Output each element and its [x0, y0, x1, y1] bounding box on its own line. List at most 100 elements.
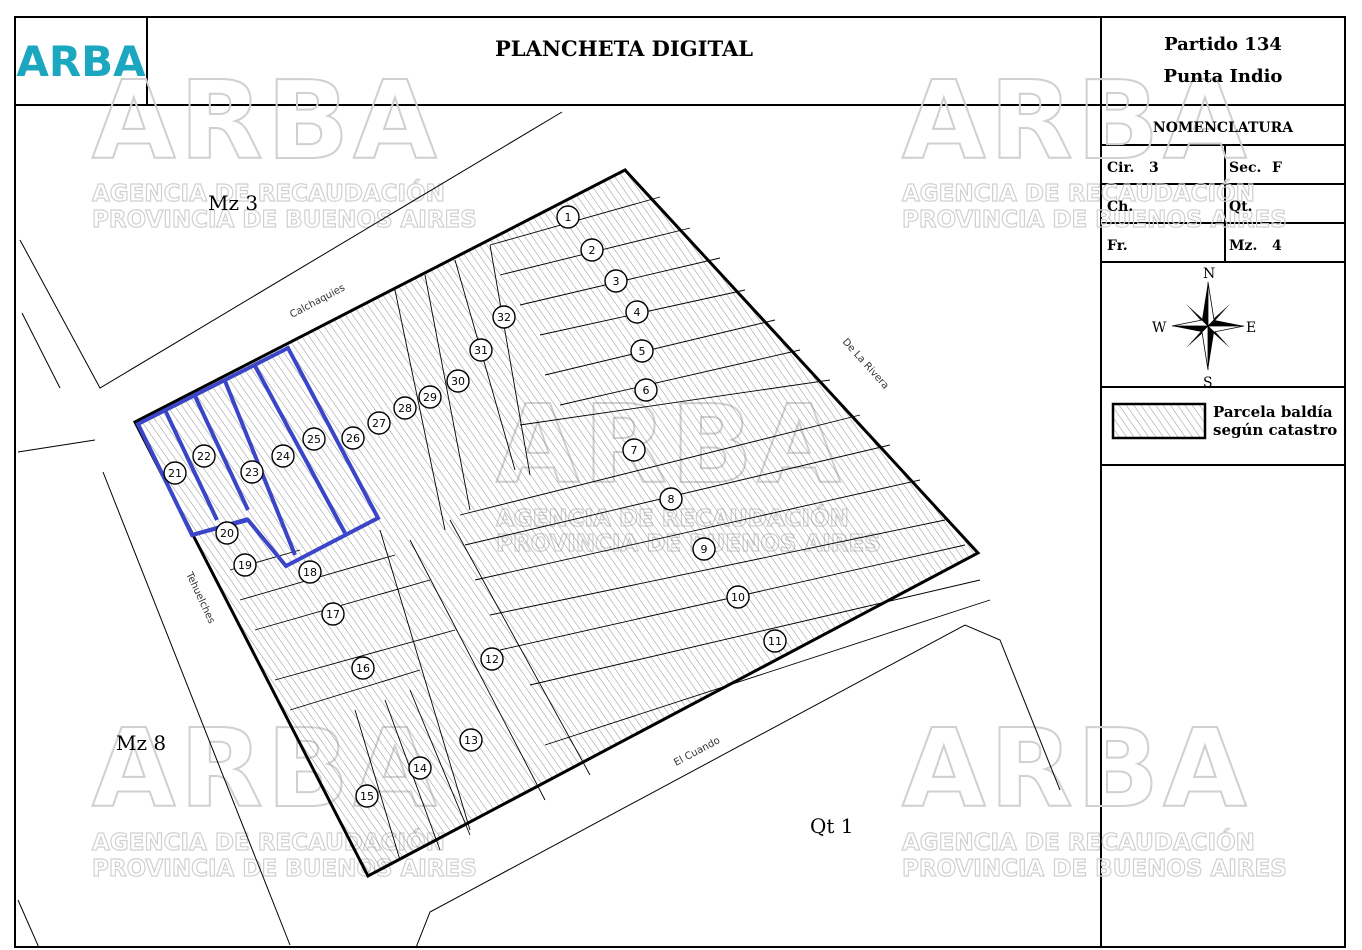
parcel-circle — [469, 338, 493, 362]
parcel-marker-6[interactable]: 6 — [634, 378, 658, 402]
parcel-circle — [367, 411, 391, 435]
parcel-number: 22 — [197, 450, 211, 463]
ch-label: Ch. — [1107, 199, 1134, 215]
parcel-marker-29[interactable]: 29 — [418, 385, 442, 409]
parcel-marker-31[interactable]: 31 — [469, 338, 493, 362]
parcel-marker-26[interactable]: 26 — [341, 426, 365, 450]
compass-w: W — [1152, 320, 1167, 336]
parcel-circle — [192, 444, 216, 468]
parcel-marker-17[interactable]: 17 — [321, 602, 345, 626]
parcel-circle — [418, 385, 442, 409]
plancheta-frame — [14, 16, 1346, 948]
watermark-text: ARBA — [902, 707, 1251, 832]
block-label-mz8: Mz 8 — [116, 731, 166, 755]
parcel-marker-11[interactable]: 11 — [763, 629, 787, 653]
legend-swatch — [1111, 402, 1207, 440]
parcel-number: 14 — [413, 762, 427, 775]
parcel-number: 27 — [372, 417, 386, 430]
parcel-circle — [630, 339, 654, 363]
parcel-number: 1 — [565, 211, 572, 224]
cir-value: 3 — [1149, 160, 1159, 176]
parcel-marker-22[interactable]: 22 — [192, 444, 216, 468]
header-grid — [16, 18, 1344, 948]
parcel-number: 24 — [276, 450, 290, 463]
qt-label: Qt. — [1229, 199, 1253, 215]
parcel-marker-28[interactable]: 28 — [393, 396, 417, 420]
parcel-number: 9 — [701, 543, 708, 556]
parcel-number: 6 — [643, 384, 650, 397]
mz-label: Mz. — [1229, 238, 1258, 254]
block-label-mz3: Mz 3 — [208, 191, 258, 215]
parcel-marker-16[interactable]: 16 — [351, 656, 375, 680]
street-label-east: De La Rivera — [840, 337, 891, 392]
sec-label: Sec. — [1229, 160, 1262, 176]
parcel-marker-9[interactable]: 9 — [692, 537, 716, 561]
parcel-marker-19[interactable]: 19 — [233, 553, 257, 577]
partido-line2: Punta Indio — [1163, 66, 1283, 87]
parcel-circle — [580, 238, 604, 262]
watermark-text: ARBA — [902, 59, 1251, 184]
sec-value: F — [1272, 160, 1282, 176]
parcel-marker-15[interactable]: 15 — [355, 784, 379, 808]
parcel-circle — [393, 396, 417, 420]
parcel-number: 29 — [423, 391, 437, 404]
parcel-markers: 1234567891011121314151617181920212223242… — [163, 205, 787, 808]
parcel-marker-27[interactable]: 27 — [367, 411, 391, 435]
compass-n: N — [1203, 266, 1215, 282]
parcel-number: 12 — [485, 653, 499, 666]
watermark-line2: PROVINCIA DE BUENOS AIRES — [92, 856, 477, 882]
parcel-marker-30[interactable]: 30 — [446, 369, 470, 393]
parcel-marker-18[interactable]: 18 — [298, 560, 322, 584]
parcel-circle — [556, 205, 580, 229]
parcel-circle — [341, 426, 365, 450]
watermark-text: ARBA — [92, 59, 441, 184]
parcel-circle — [492, 305, 516, 329]
parcel-marker-2[interactable]: 2 — [580, 238, 604, 262]
parcel-circle — [692, 537, 716, 561]
parcel-number: 18 — [303, 566, 317, 579]
compass-rose-icon: N S E W — [1152, 266, 1256, 391]
parcel-circle — [459, 728, 483, 752]
mz-value: 4 — [1272, 238, 1282, 254]
watermark-line1: AGENCIA DE RECAUDACIÓN — [902, 828, 1255, 856]
parcel-marker-5[interactable]: 5 — [630, 339, 654, 363]
parcel-circle — [604, 269, 628, 293]
parcel-circle — [351, 656, 375, 680]
parcel-number: 11 — [768, 635, 782, 648]
parcel-circle — [355, 784, 379, 808]
parcel-marker-13[interactable]: 13 — [459, 728, 483, 752]
parcel-circle — [240, 460, 264, 484]
parcel-marker-23[interactable]: 23 — [240, 460, 264, 484]
parcel-number: 30 — [451, 375, 465, 388]
parcel-number: 10 — [731, 591, 745, 604]
parcel-circle — [215, 521, 239, 545]
partido-line1: Partido 134 — [1164, 34, 1282, 55]
parcel-marker-10[interactable]: 10 — [726, 585, 750, 609]
block-mz4 — [132, 168, 981, 879]
parcel-marker-8[interactable]: 8 — [659, 487, 683, 511]
parcel-number: 32 — [497, 311, 511, 324]
parcel-circle — [622, 438, 646, 462]
parcel-marker-1[interactable]: 1 — [556, 205, 580, 229]
compass-s: S — [1203, 375, 1213, 391]
parcel-circle — [163, 461, 187, 485]
street-label-north: Calchaquies — [288, 282, 347, 320]
watermark-line2: PROVINCIA DE BUENOS AIRES — [902, 856, 1287, 882]
parcel-marker-14[interactable]: 14 — [408, 756, 432, 780]
legend-line1: Parcela baldía — [1213, 403, 1333, 421]
parcel-marker-21[interactable]: 21 — [163, 461, 187, 485]
parcel-marker-3[interactable]: 3 — [604, 269, 628, 293]
parcel-marker-4[interactable]: 4 — [625, 300, 649, 324]
parcel-marker-7[interactable]: 7 — [622, 438, 646, 462]
parcel-marker-32[interactable]: 32 — [492, 305, 516, 329]
parcel-circle — [480, 647, 504, 671]
parcel-circle — [302, 427, 326, 451]
parcel-marker-20[interactable]: 20 — [215, 521, 239, 545]
parcel-number: 23 — [245, 466, 259, 479]
parcel-number: 5 — [639, 345, 646, 358]
parcel-marker-12[interactable]: 12 — [480, 647, 504, 671]
parcel-marker-24[interactable]: 24 — [271, 444, 295, 468]
watermark-line1: AGENCIA DE RECAUDACIÓN — [92, 179, 445, 207]
parcel-marker-25[interactable]: 25 — [302, 427, 326, 451]
